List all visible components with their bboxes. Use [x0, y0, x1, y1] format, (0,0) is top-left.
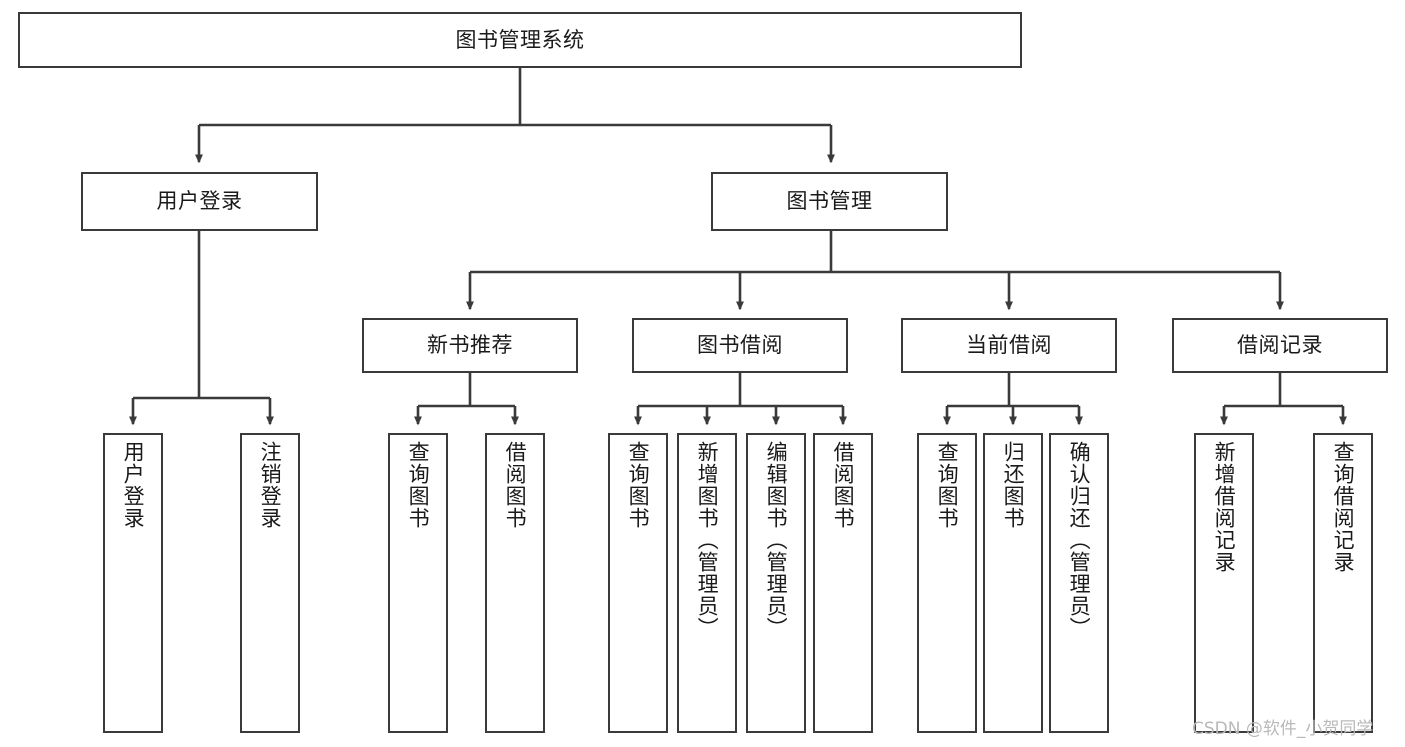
node-leaf-add-record[interactable]: 新增借阅记录	[1194, 433, 1254, 733]
node-leaf-query-record[interactable]: 查询借阅记录	[1313, 433, 1373, 733]
node-leaf-query-book-2-label: 查询图书	[626, 441, 651, 529]
node-leaf-borrow-book-1-label: 借阅图书	[503, 441, 528, 529]
node-root[interactable]: 图书管理系统	[18, 12, 1022, 68]
node-leaf-query-record-label: 查询借阅记录	[1331, 441, 1356, 573]
node-leaf-user-login[interactable]: 用户登录	[103, 433, 163, 733]
node-new-book-recommend[interactable]: 新书推荐	[362, 318, 578, 373]
node-current-borrow-label: 当前借阅	[966, 333, 1052, 358]
node-leaf-borrow-book-1[interactable]: 借阅图书	[485, 433, 545, 733]
node-borrow-record[interactable]: 借阅记录	[1172, 318, 1388, 373]
node-root-label: 图书管理系统	[455, 27, 585, 52]
node-leaf-query-book-1-label: 查询图书	[406, 441, 431, 529]
node-leaf-return-book[interactable]: 归还图书	[983, 433, 1043, 733]
node-book-borrow[interactable]: 图书借阅	[632, 318, 848, 373]
node-leaf-query-book-1[interactable]: 查询图书	[388, 433, 448, 733]
node-user-login[interactable]: 用户登录	[81, 172, 318, 231]
node-leaf-user-logout[interactable]: 注销登录	[240, 433, 300, 733]
node-book-manage[interactable]: 图书管理	[711, 172, 948, 231]
node-book-borrow-label: 图书借阅	[697, 333, 783, 358]
node-leaf-user-login-label: 用户登录	[121, 441, 146, 529]
csdn-watermark: CSDN @软件_小贺同学	[1192, 719, 1374, 739]
node-leaf-query-book-3[interactable]: 查询图书	[917, 433, 977, 733]
node-leaf-borrow-book-2[interactable]: 借阅图书	[813, 433, 873, 733]
node-leaf-confirm-return[interactable]: 确认归还（管理员）	[1049, 433, 1109, 733]
node-leaf-query-book-3-label: 查询图书	[935, 441, 960, 529]
node-leaf-edit-book-label: 编辑图书（管理员）	[764, 441, 789, 639]
node-new-book-recommend-label: 新书推荐	[427, 333, 513, 358]
node-leaf-user-logout-label: 注销登录	[258, 441, 283, 529]
node-leaf-add-record-label: 新增借阅记录	[1212, 441, 1237, 573]
node-leaf-add-book[interactable]: 新增图书（管理员）	[677, 433, 737, 733]
node-book-manage-label: 图书管理	[786, 189, 873, 214]
node-user-login-label: 用户登录	[156, 189, 243, 214]
node-leaf-query-book-2[interactable]: 查询图书	[608, 433, 668, 733]
node-leaf-confirm-return-label: 确认归还（管理员）	[1067, 441, 1092, 639]
node-leaf-return-book-label: 归还图书	[1001, 441, 1026, 529]
node-leaf-add-book-label: 新增图书（管理员）	[695, 441, 720, 639]
node-borrow-record-label: 借阅记录	[1237, 333, 1323, 358]
node-leaf-borrow-book-2-label: 借阅图书	[831, 441, 856, 529]
node-leaf-edit-book[interactable]: 编辑图书（管理员）	[746, 433, 806, 733]
node-current-borrow[interactable]: 当前借阅	[901, 318, 1117, 373]
